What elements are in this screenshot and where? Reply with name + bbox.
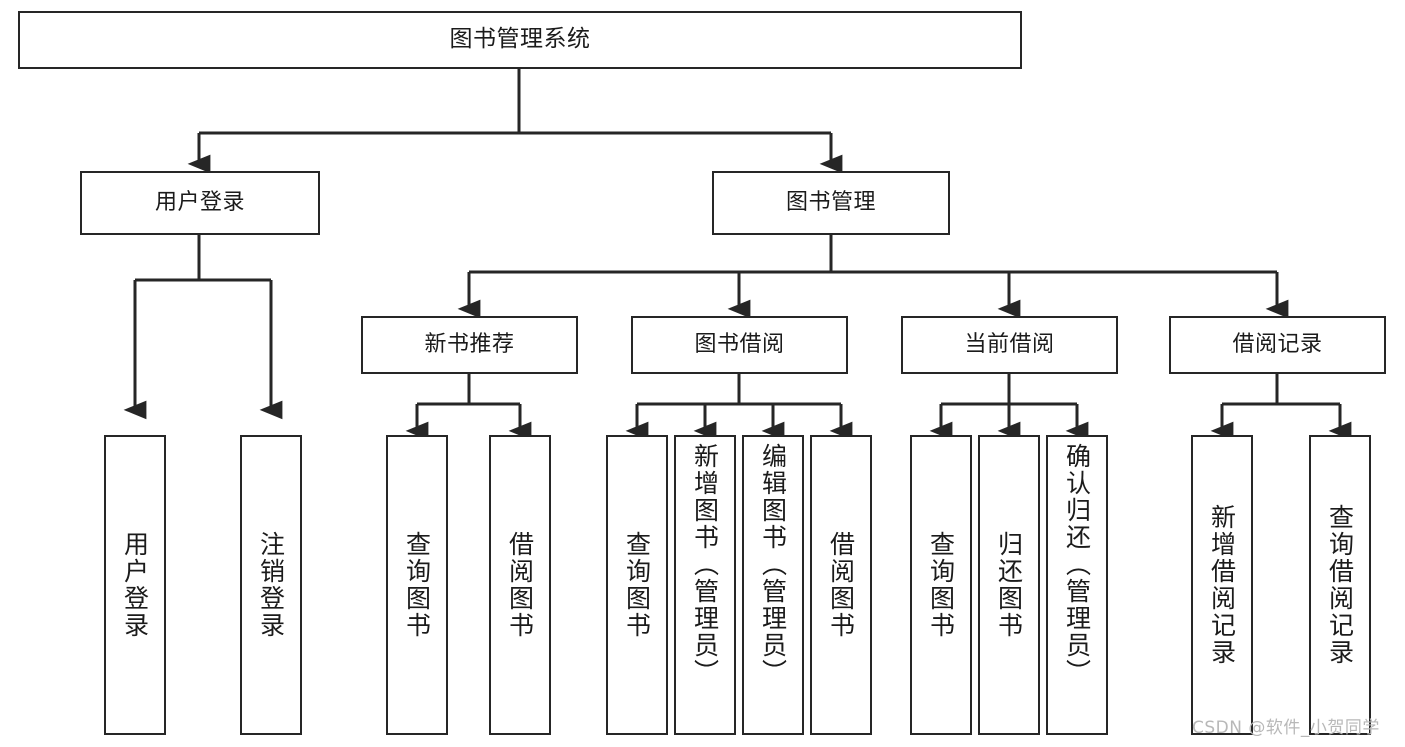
node-leaf-confirm-return[interactable]: 确认归还（管理员） xyxy=(1046,435,1108,735)
edges-root-to-level2 xyxy=(187,69,843,174)
node-leaf-add-borrow-record[interactable]: 新增借阅记录 xyxy=(1191,435,1253,735)
node-borrow-record[interactable]: 借阅记录 xyxy=(1169,316,1386,374)
node-book-borrow[interactable]: 图书借阅 xyxy=(631,316,848,374)
node-label: 新书推荐 xyxy=(424,331,515,357)
node-label: 归还图书 xyxy=(994,531,1024,639)
node-label: 新增图书（管理员） xyxy=(690,443,720,686)
node-leaf-edit-book[interactable]: 编辑图书（管理员） xyxy=(742,435,804,735)
node-leaf-query-borrow-record[interactable]: 查询借阅记录 xyxy=(1309,435,1371,735)
edges-book-management-to-level3 xyxy=(457,235,1289,319)
node-label: 注销登录 xyxy=(256,531,286,639)
edges-new-book-recommend-to-leaves xyxy=(405,374,532,441)
node-leaf-borrow-book[interactable]: 借阅图书 xyxy=(810,435,872,735)
node-label: 查询借阅记录 xyxy=(1325,504,1355,666)
node-label: 新增借阅记录 xyxy=(1207,504,1237,666)
node-label: 查询图书 xyxy=(926,531,956,639)
edges-user-login-to-leaves xyxy=(123,235,283,420)
node-leaf-query-book-current[interactable]: 查询图书 xyxy=(910,435,972,735)
node-label: 借阅图书 xyxy=(826,531,856,639)
node-leaf-logout-login[interactable]: 注销登录 xyxy=(240,435,302,735)
node-label: 确认归还（管理员） xyxy=(1062,443,1092,686)
node-label: 图书借阅 xyxy=(694,331,785,357)
node-leaf-add-book[interactable]: 新增图书（管理员） xyxy=(674,435,736,735)
node-label: 编辑图书（管理员） xyxy=(758,443,788,686)
node-book-management[interactable]: 图书管理 xyxy=(712,171,950,235)
node-leaf-user-login[interactable]: 用户登录 xyxy=(104,435,166,735)
edges-current-borrow-to-leaves xyxy=(929,374,1089,441)
node-label: 借阅图书 xyxy=(505,531,535,639)
node-label: 借阅记录 xyxy=(1232,331,1323,357)
edges-book-borrow-to-leaves xyxy=(625,374,853,441)
node-leaf-return-book[interactable]: 归还图书 xyxy=(978,435,1040,735)
edges-borrow-record-to-leaves xyxy=(1210,374,1352,441)
node-leaf-query-book-recommend[interactable]: 查询图书 xyxy=(386,435,448,735)
node-current-borrow[interactable]: 当前借阅 xyxy=(901,316,1118,374)
node-label: 查询图书 xyxy=(402,531,432,639)
node-root-system[interactable]: 图书管理系统 xyxy=(18,11,1022,69)
node-label: 用户登录 xyxy=(120,531,150,639)
node-label: 用户登录 xyxy=(154,189,245,215)
node-new-book-recommend[interactable]: 新书推荐 xyxy=(361,316,578,374)
node-label: 查询图书 xyxy=(622,531,652,639)
node-label: 图书管理 xyxy=(785,189,876,215)
node-leaf-borrow-book-recommend[interactable]: 借阅图书 xyxy=(489,435,551,735)
node-label: 图书管理系统 xyxy=(449,26,591,53)
node-label: 当前借阅 xyxy=(964,331,1055,357)
node-leaf-query-book-borrow[interactable]: 查询图书 xyxy=(606,435,668,735)
node-user-login[interactable]: 用户登录 xyxy=(80,171,320,235)
